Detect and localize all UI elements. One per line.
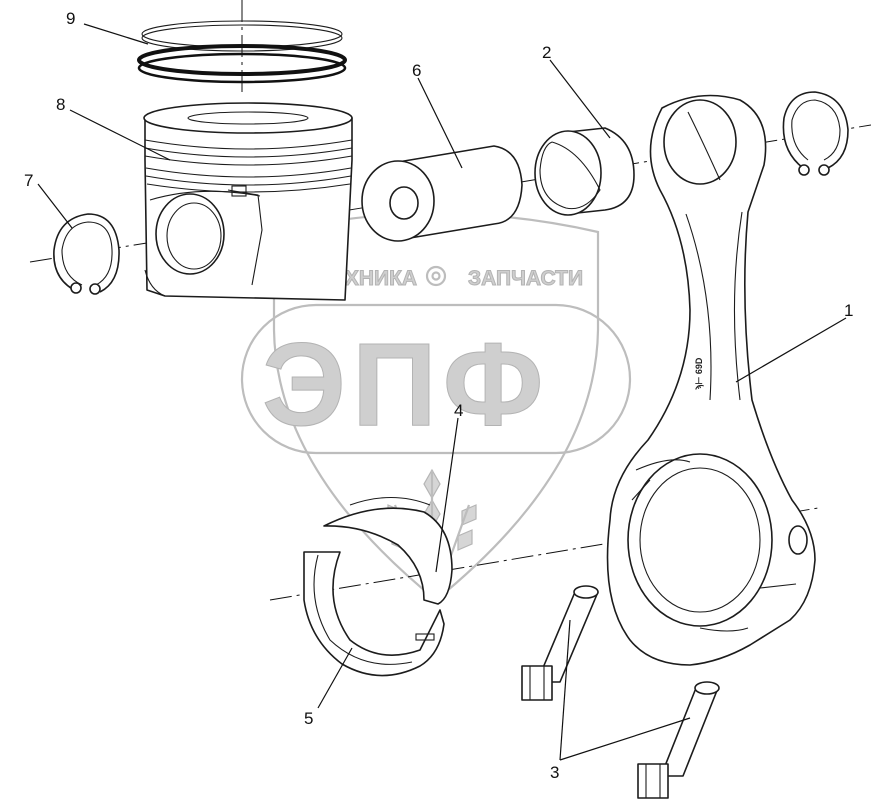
callout-8: 8 — [56, 95, 65, 114]
piston-pin — [361, 145, 523, 242]
watermark-text-right: ЗАПЧАСТИ — [468, 267, 583, 290]
callout-1: 1 — [844, 301, 853, 320]
callout-9: 9 — [66, 9, 75, 28]
piston-rings — [137, 20, 347, 84]
callout-2: 2 — [542, 43, 551, 62]
connecting-rod: ϡ⊢ 69D — [606, 94, 816, 666]
circlip-left — [53, 213, 120, 295]
watermark-capsule — [240, 303, 632, 455]
circlip-right — [782, 91, 849, 176]
small-end-bushing — [534, 127, 635, 216]
leader-lines — [37, 23, 847, 761]
callout-3: 3 — [550, 763, 559, 782]
callout-4: 4 — [454, 401, 463, 420]
rod-bolt-lower — [637, 681, 720, 799]
callout-6: 6 — [412, 61, 421, 80]
callout-5: 5 — [304, 709, 313, 728]
svg-text:ϡ⊢ 69D: ϡ⊢ 69D — [694, 357, 704, 390]
piston — [143, 102, 353, 301]
bearing-shell-upper — [323, 496, 453, 605]
bearing-shell-lower — [303, 551, 445, 677]
watermark-logo-text: ЭПФ — [262, 319, 549, 451]
gear-icon — [425, 265, 447, 287]
callout-numbers: 9 8 7 6 2 1 4 5 3 — [24, 9, 853, 782]
watermark: ТЕХНИКА ЗАПЧАСТИ ЭПФ — [240, 212, 632, 602]
callout-7: 7 — [24, 171, 33, 190]
rod-bolt-upper — [521, 585, 599, 701]
rod-stamp: ϡ⊢ 69D — [694, 357, 704, 390]
